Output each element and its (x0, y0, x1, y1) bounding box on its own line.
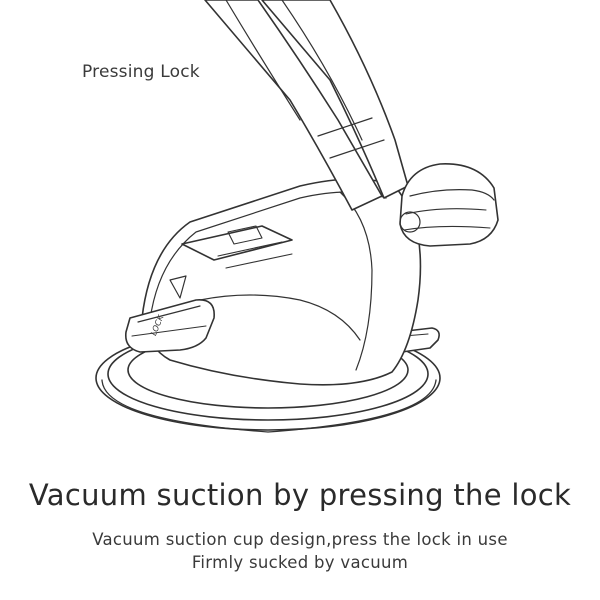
caption-line-1: Vacuum suction cup design,press the lock… (92, 530, 508, 549)
caption-headline: Vacuum suction by pressing the lock (28, 478, 572, 512)
lock-socket (181, 225, 293, 269)
phone-mount-illustration: LOCK (95, 0, 499, 433)
caption-line-2: Firmly sucked by vacuum (191, 553, 409, 572)
pressing-lock-label: Pressing Lock (82, 62, 200, 82)
mount-body (141, 178, 422, 386)
pivot-knob (399, 163, 499, 247)
telescopic-arm (204, 0, 409, 211)
pressing-lock-lever (124, 275, 215, 353)
